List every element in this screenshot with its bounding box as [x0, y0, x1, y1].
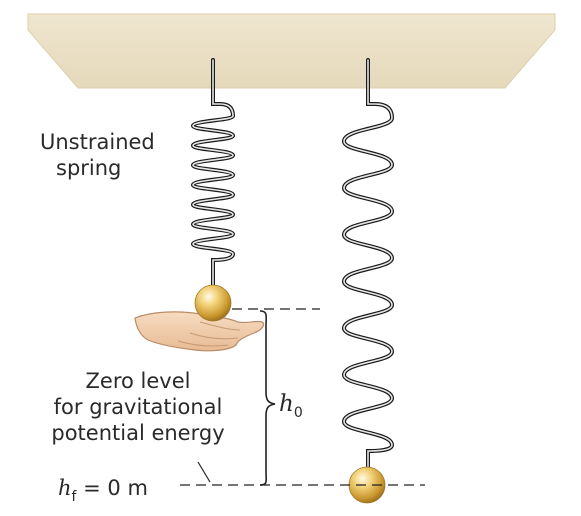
zero-level-leader: [197, 461, 211, 483]
ceiling: [27, 13, 556, 89]
hf-subscript: f: [71, 489, 77, 505]
zero-label-line1: Zero level: [85, 369, 191, 393]
final-height-label: hf = 0 m: [58, 475, 148, 505]
ball-at-rest: [194, 284, 232, 322]
stretched-spring: [341, 58, 395, 469]
hf-value: = 0 m: [76, 476, 148, 500]
zero-label-line2: for gravitational: [53, 395, 223, 419]
hf-symbol: h: [58, 476, 72, 500]
zero-label-line3: potential energy: [51, 421, 225, 445]
unstrained-label-line1: Unstrained: [40, 130, 155, 154]
h0-subscript: 0: [293, 405, 303, 421]
h0-symbol: h: [279, 391, 294, 417]
unstrained-spring-label: Unstrained spring: [40, 129, 155, 181]
stretched-spring-highlight: [343, 59, 393, 468]
unstrained-spring-highlight: [192, 59, 234, 286]
unstrained-spring: [190, 58, 236, 287]
unstrained-label-line2: spring: [56, 156, 122, 180]
initial-height-label: h0: [279, 391, 303, 421]
hand-icon: [134, 311, 265, 352]
zero-level-label: Zero level for gravitational potential e…: [40, 368, 236, 446]
height-brace: [259, 310, 276, 486]
